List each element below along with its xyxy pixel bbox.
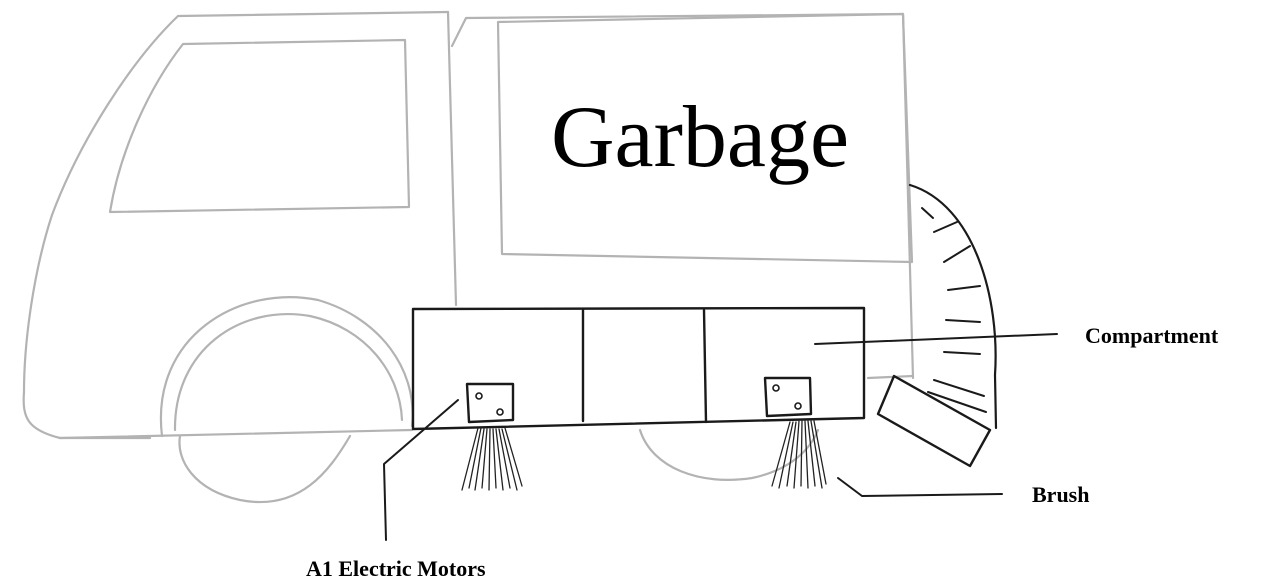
box-lower-rear <box>866 374 915 380</box>
motor-right <box>763 376 813 418</box>
brush-label: Brush <box>1032 482 1089 507</box>
brush-right <box>771 420 827 489</box>
compartment-box <box>411 306 866 431</box>
front-wheel-arch <box>173 313 404 432</box>
motor-leader <box>383 399 459 541</box>
cab-window <box>108 38 411 214</box>
motor-left <box>465 382 515 424</box>
cab-outline <box>22 10 450 440</box>
rear-sweeper-block <box>876 374 992 468</box>
front-wheel-inner <box>178 434 352 504</box>
cab-top-joint <box>450 12 905 48</box>
box-rear-edge <box>901 12 915 380</box>
brush-leader <box>837 477 1003 497</box>
compartment-divider-2 <box>702 308 708 424</box>
leader-lines <box>383 333 1058 541</box>
rear-brush-housing <box>908 183 998 430</box>
compartment-assembly <box>411 183 998 491</box>
rear-brush-bristles <box>921 207 987 413</box>
truck-outline <box>22 10 915 504</box>
garbage-body-text: Garbage <box>551 89 849 186</box>
motors-label: A1 Electric Motors <box>306 556 486 581</box>
cargo-box <box>496 12 914 264</box>
chassis-line <box>58 428 414 440</box>
brush-left <box>461 427 523 491</box>
compartment-label: Compartment <box>1085 323 1219 348</box>
front-wheel <box>159 296 414 438</box>
compartment-leader <box>814 333 1058 345</box>
cab-to-box-line <box>446 10 458 307</box>
